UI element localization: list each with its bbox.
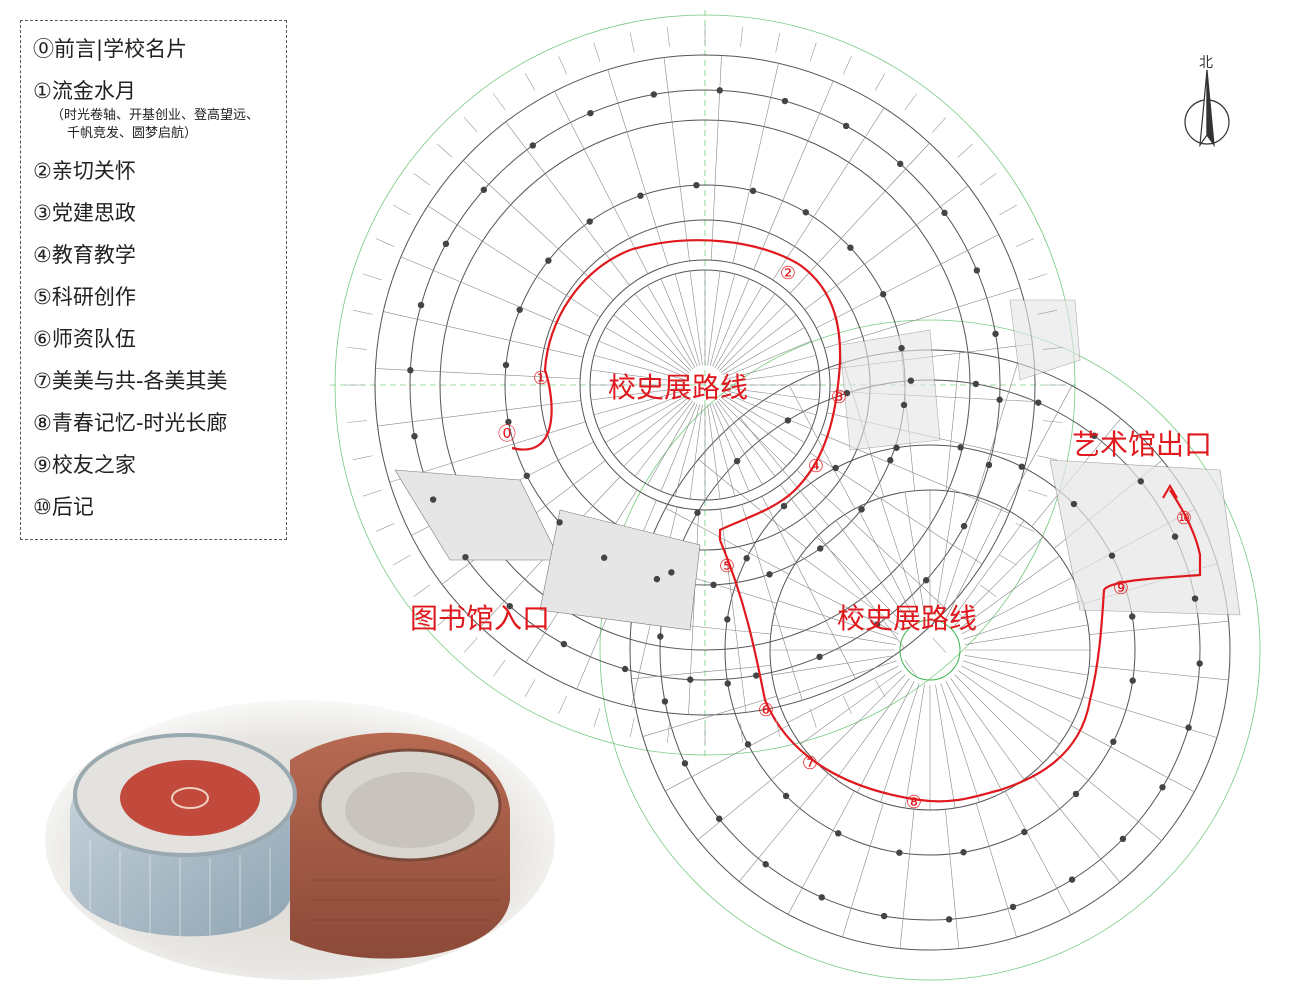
route-arrowhead (1162, 483, 1178, 499)
plan-columns (407, 87, 1203, 923)
route-marker-8: ⑧ (906, 792, 922, 813)
route-marker-3: ③ (831, 387, 847, 408)
route-label-lower: 校史展路线 (837, 602, 978, 635)
legend-item-2: ②亲切关怀 (33, 159, 136, 183)
legend-item-4: ④教育教学 (33, 243, 136, 267)
legend-item-0: ⓪前言|学校名片 (33, 37, 188, 61)
building-aerial-photo (45, 700, 555, 980)
route-markers: ⓪ ① ② ③ ④ ⑤ ⑥ ⑦ ⑧ ⑨ ⑩ (498, 263, 1192, 813)
legend-subitem-2: 千帆竞发、圆梦启航） (67, 126, 198, 141)
legend-item-1: ①流金水月 (33, 79, 136, 103)
legend-subitem-1: （时光卷轴、开基创业、登高望远、 (51, 108, 260, 123)
legend-item-7: ⑦美美与共-各美其美 (33, 369, 228, 393)
route-marker-1: ① (533, 368, 549, 389)
library-entrance-label: 图书馆入口 (410, 602, 551, 635)
route-marker-9: ⑨ (1113, 578, 1129, 599)
legend-item-10: ⑩后记 (33, 495, 94, 519)
legend-item-8: ⑧青春记忆-时光长廊 (33, 411, 228, 435)
route-marker-2: ② (780, 263, 796, 284)
route-marker-10: ⑩ (1176, 508, 1192, 529)
plan-dimension-ticks (345, 25, 1065, 745)
route-path (511, 239, 1202, 803)
legend-item-5: ⑤科研创作 (33, 285, 136, 309)
route-marker-7: ⑦ (802, 753, 818, 774)
route-label-upper: 校史展路线 (608, 371, 749, 404)
route-marker-5: ⑤ (719, 556, 735, 577)
art-exit-label: 艺术馆出口 (1072, 428, 1213, 461)
route-marker-0: ⓪ (498, 424, 516, 445)
route-marker-6: ⑥ (758, 700, 774, 721)
legend-item-9: ⑨校友之家 (33, 453, 136, 477)
plan-grid-green (330, 10, 1261, 981)
route-marker-4: ④ (808, 456, 824, 477)
legend-panel: ⓪前言|学校名片 ①流金水月 （时光卷轴、开基创业、登高望远、 千帆竞发、圆梦启… (20, 20, 287, 540)
north-label: 北 (1199, 55, 1213, 71)
legend-item-3: ③党建思政 (33, 201, 136, 225)
north-arrow-icon (1184, 69, 1230, 148)
legend-item-6: ⑥师资队伍 (33, 327, 136, 351)
